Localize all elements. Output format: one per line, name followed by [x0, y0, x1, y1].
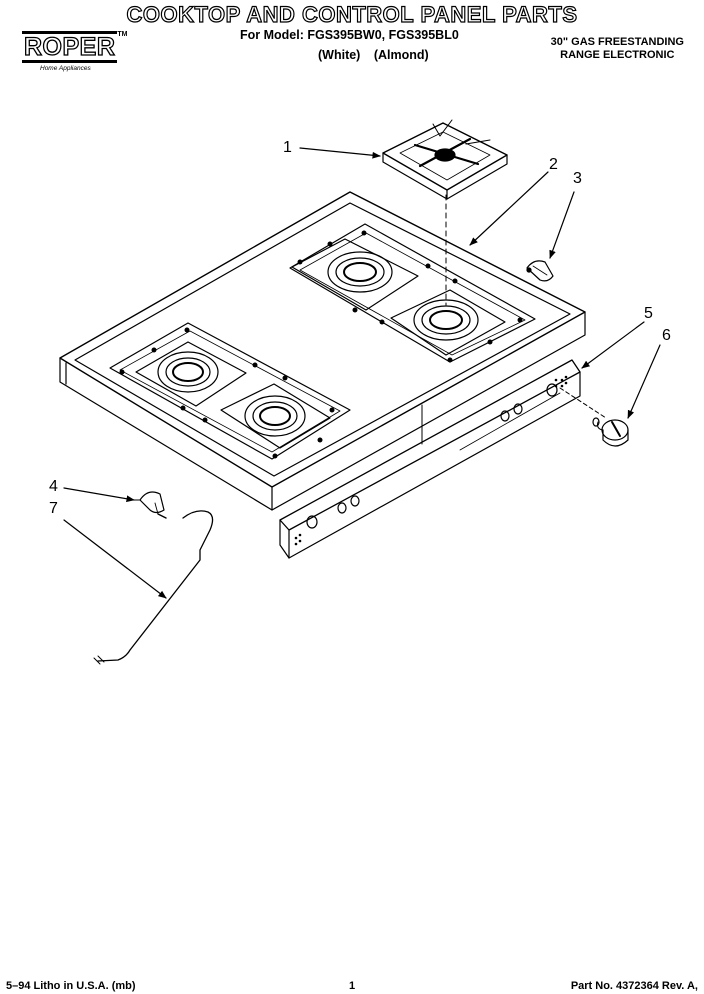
leader-line-2 — [469, 171, 549, 246]
wire-end-icon — [93, 655, 105, 665]
leader-line-6 — [627, 344, 661, 419]
variant-line: (White) (Almond) — [318, 48, 429, 62]
callout-7: 7 — [49, 500, 58, 517]
control-panel — [279, 359, 581, 559]
footer-page-number: 1 — [349, 980, 356, 992]
page-title: COOKTOP AND CONTROL PANEL PARTS — [126, 1, 578, 27]
control-knob — [592, 417, 629, 447]
leader-line-1 — [299, 147, 381, 159]
variant-white: (White) — [318, 48, 361, 62]
logo-tagline: Home Appliances — [40, 65, 91, 72]
footer-litho: 5–94 Litho in U.S.A. (mb) — [6, 980, 136, 992]
description-line-2: RANGE ELECTRONIC — [560, 49, 675, 61]
callout-5: 5 — [644, 305, 653, 322]
product-description: 30" GAS FREESTANDING RANGE ELECTRONIC — [551, 36, 684, 62]
leader-line-5 — [581, 321, 645, 369]
igniter-clip — [130, 491, 167, 519]
footer-part-number: Part No. 4372364 Rev. A, — [570, 980, 698, 992]
cooktop-panel — [59, 191, 586, 511]
leader-line-4 — [63, 487, 135, 503]
callout-2: 2 — [549, 156, 558, 173]
knob-alignment-line — [559, 387, 607, 419]
logo-trademark: TM — [117, 31, 128, 38]
leader-line-7 — [63, 519, 167, 599]
leader-line-3 — [549, 191, 575, 259]
callout-3: 3 — [573, 170, 582, 187]
model-line: For Model: FGS395BW0, FGS395BL0 — [240, 28, 459, 42]
callout-6: 6 — [662, 327, 671, 344]
variant-almond: (Almond) — [373, 48, 429, 62]
description-line-1: 30" GAS FREESTANDING — [550, 36, 684, 48]
burner-grate — [382, 119, 508, 200]
callout-4: 4 — [49, 478, 58, 495]
mounting-clip — [526, 260, 554, 282]
callout-1: 1 — [283, 139, 292, 156]
logo-wordmark: ROPER — [22, 31, 118, 63]
wire-harness — [97, 510, 214, 662]
